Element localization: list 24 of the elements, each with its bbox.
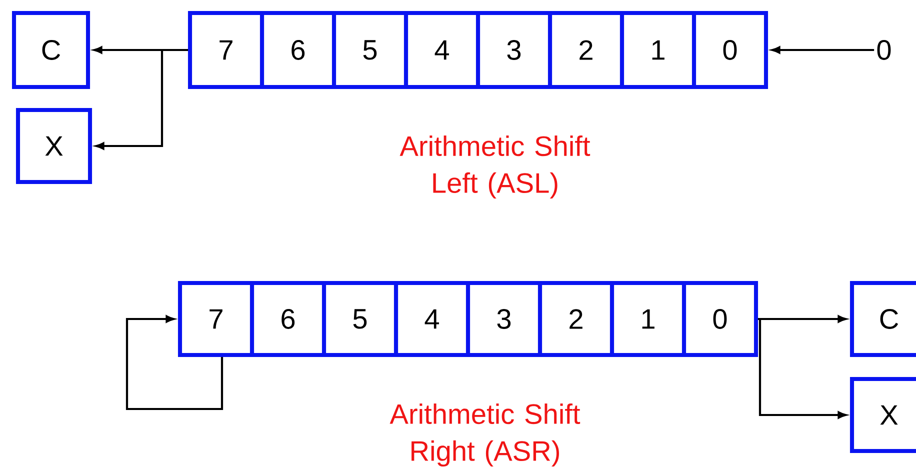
input-value: 0 — [877, 40, 891, 60]
bit-cell: 4 — [404, 10, 480, 90]
bit-cell: 3 — [466, 280, 542, 357]
bit-cell: 1 — [610, 280, 686, 357]
caption: Arithmetic Shift Right (ASR) — [390, 403, 580, 467]
bit-cell: 0 — [682, 280, 758, 357]
bit-cell: 1 — [620, 10, 696, 90]
bit-cell: 3 — [476, 10, 552, 90]
arrow — [126, 315, 224, 410]
bit-cell: 6 — [260, 10, 336, 90]
flag-box: C — [850, 280, 916, 357]
bit-cell: 7 — [188, 10, 264, 90]
flag-box: X — [850, 376, 916, 453]
bit-cell: 4 — [394, 280, 470, 357]
bit-cell: 2 — [548, 10, 624, 90]
bit-cell: 5 — [322, 280, 398, 357]
bit-cell: 0 — [692, 10, 768, 90]
caption: Arithmetic Shift Left (ASL) — [400, 135, 590, 199]
flag-box: X — [16, 108, 92, 184]
bit-cell: 7 — [178, 280, 254, 357]
flag-box: C — [12, 10, 90, 90]
bit-cell: 5 — [332, 10, 408, 90]
bit-cell: 6 — [250, 280, 326, 357]
bit-cell: 2 — [538, 280, 614, 357]
